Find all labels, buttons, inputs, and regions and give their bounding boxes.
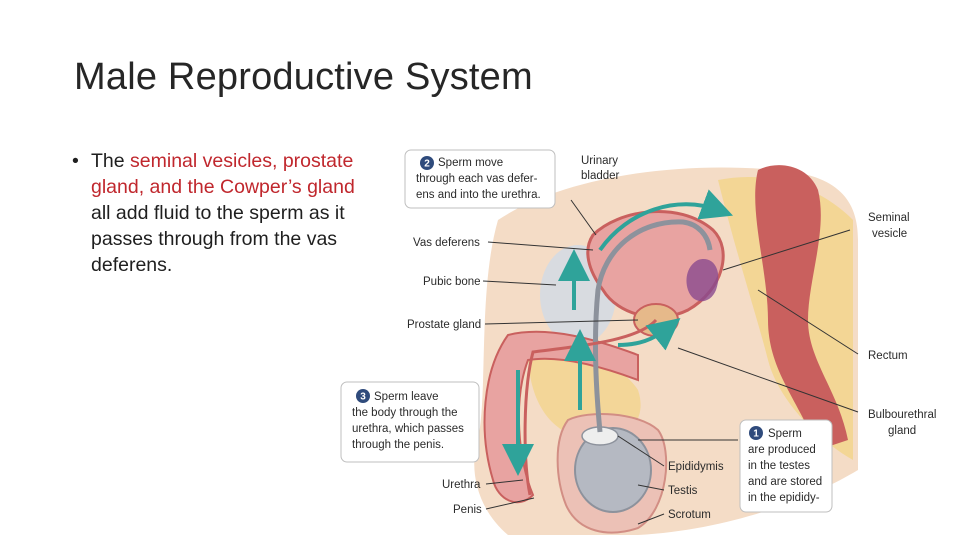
label-vas-deferens: Vas deferens — [413, 237, 480, 249]
callout-line: are produced — [748, 444, 816, 456]
slide-title: Male Reproductive System — [74, 56, 533, 98]
label-testis: Testis — [668, 485, 698, 497]
bullet-text: The seminal vesicles, prostate gland, an… — [91, 148, 372, 278]
callout-number: 1 — [753, 429, 759, 440]
vas-deferens-tube — [592, 219, 713, 433]
callout-2: 2 Sperm move through each vas defer- ens… — [404, 149, 556, 209]
callout-line: and are stored — [748, 476, 822, 488]
label-epididymis: Epididymis — [668, 461, 724, 473]
bullet-list: • The seminal vesicles, prostate gland, … — [72, 148, 372, 278]
callout-line: through the penis. — [352, 439, 444, 451]
callout-line: Sperm leave — [374, 391, 439, 403]
callout-line: in the testes — [748, 460, 810, 472]
callout-number: 3 — [360, 392, 366, 403]
label-scrotum: Scrotum — [668, 509, 711, 521]
label-bulbourethral-gland-line2: gland — [888, 425, 916, 437]
badge-icon — [420, 156, 434, 170]
callout-number: 2 — [424, 159, 430, 170]
callout-1: 1 Sperm are produced in the testes and a… — [739, 419, 833, 513]
anatomy-illustration: 2 Sperm move through each vas defer- ens… — [340, 149, 936, 535]
seminal-vesicle-shape — [686, 259, 719, 302]
label-urinary-bladder-line2: bladder — [581, 170, 620, 182]
label-urethra: Urethra — [442, 479, 481, 491]
callout-line: Sperm move — [438, 157, 503, 169]
callout-line: the body through the — [352, 407, 458, 419]
testis-shape — [574, 427, 652, 513]
bullet-item: • The seminal vesicles, prostate gland, … — [72, 148, 372, 278]
label-bulbourethral-gland-line1: Bulbourethral — [868, 409, 936, 421]
bullet-text-part: all add fluid to the sperm as it passes … — [91, 202, 345, 276]
callout-line: Sperm — [768, 428, 802, 440]
label-pubic-bone: Pubic bone — [423, 276, 481, 288]
callout-line: through each vas defer- — [416, 173, 538, 185]
bullet-icon: • — [72, 150, 79, 172]
bullet-text-highlight: seminal vesicles, prostate gland, and th… — [91, 150, 355, 198]
callout-3: 3 Sperm leave the body through the ureth… — [340, 381, 480, 463]
label-rectum: Rectum — [868, 350, 908, 362]
bullet-text-part: The — [91, 150, 131, 172]
rectum-shape — [755, 165, 848, 450]
callout-line: urethra, which passes — [352, 423, 464, 435]
leader-lines — [482, 199, 859, 525]
badge-icon — [356, 389, 370, 403]
label-penis: Penis — [453, 504, 482, 516]
label-urinary-bladder-line1: Urinary — [581, 155, 618, 167]
anatomy-diagram: 2 Sperm move through each vas defer- ens… — [338, 140, 960, 540]
callout-line: in the epididy- — [748, 492, 820, 504]
label-seminal-vesicle-line2: vesicle — [872, 228, 907, 240]
label-prostate-gland: Prostate gland — [407, 319, 481, 331]
badge-icon — [749, 426, 763, 440]
label-seminal-vesicle-line1: Seminal — [868, 212, 910, 224]
callout-line: ens and into the urethra. — [416, 189, 541, 201]
flow-arrow — [598, 189, 733, 252]
flow-arrow — [617, 318, 681, 351]
